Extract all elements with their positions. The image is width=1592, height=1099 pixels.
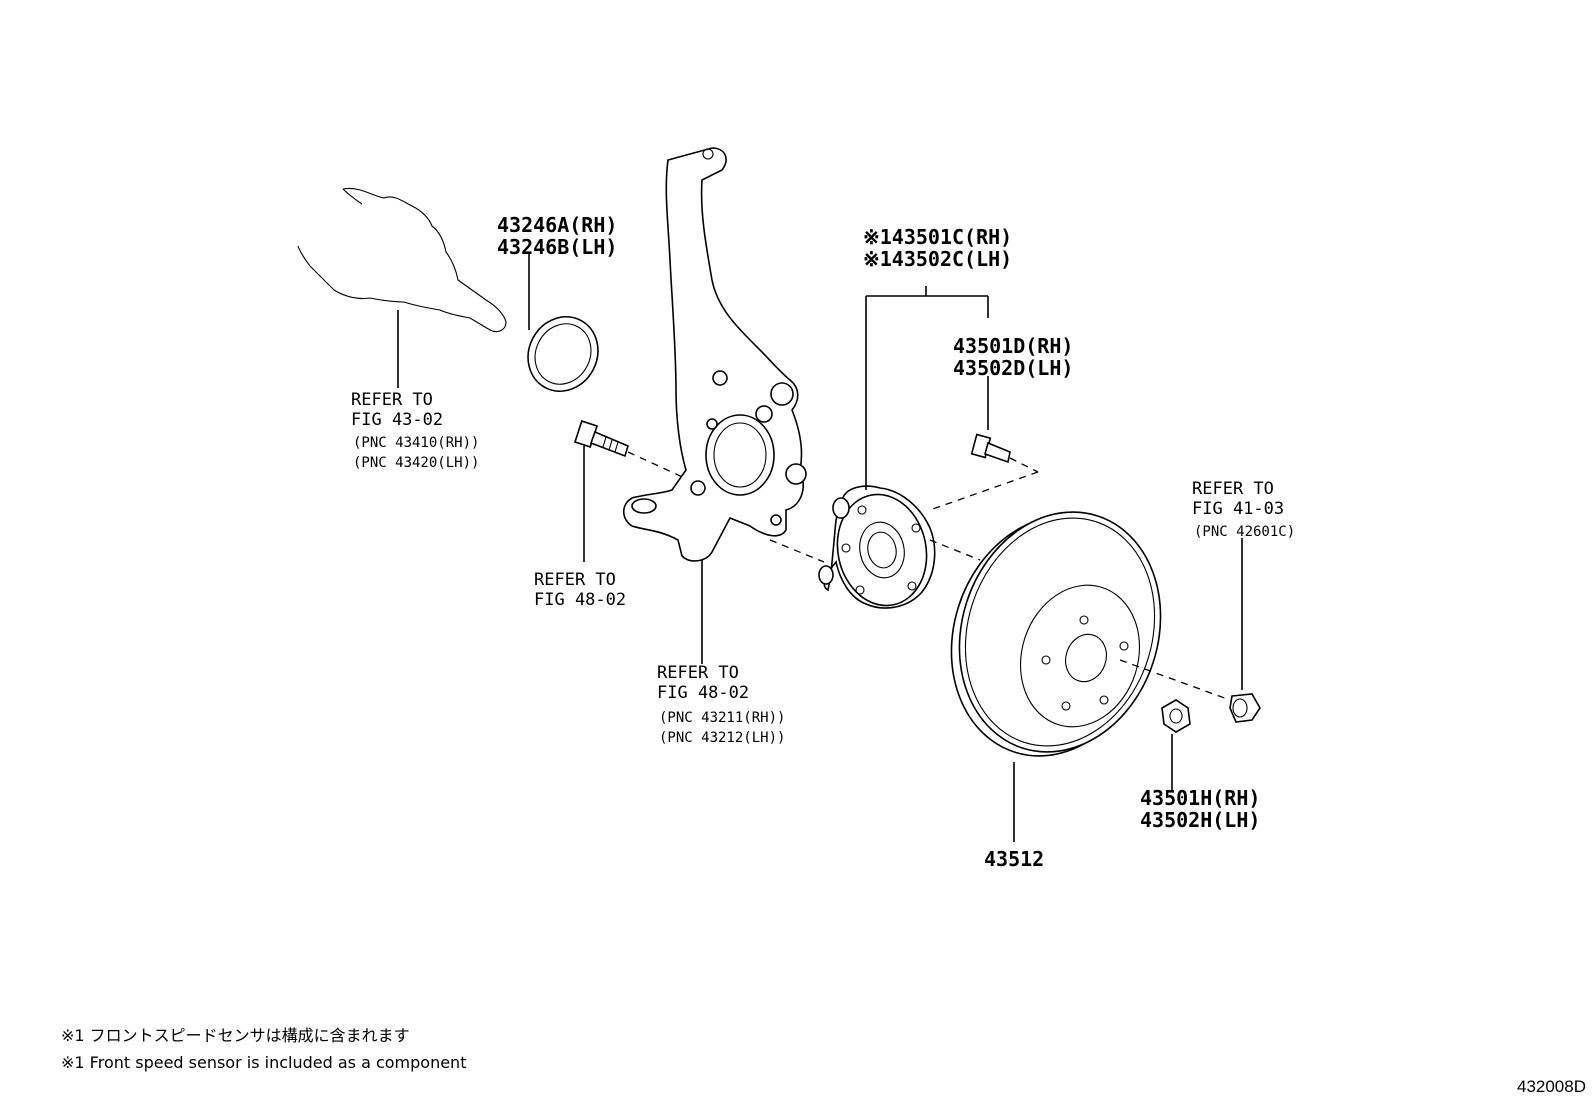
bearing-seal-ring bbox=[527, 316, 599, 392]
steering-knuckle bbox=[622, 147, 807, 562]
wheel-nut bbox=[1229, 693, 1261, 723]
callout-hub-nut-rh: 43501H(RH) bbox=[1140, 786, 1260, 810]
ref-wheel-nut-line2: FIG 41-03 bbox=[1192, 499, 1284, 519]
footnote-english: ※1 Front speed sensor is included as a c… bbox=[61, 1053, 466, 1072]
ref-wheel-nut-pnc1: (PNC 42601C) bbox=[1194, 524, 1295, 540]
ref-driveshaft-pnc1: (PNC 43410(RH)) bbox=[353, 435, 479, 451]
callout-disc: 43512 bbox=[984, 847, 1044, 871]
ref-knuckle-line1: REFER TO bbox=[657, 663, 739, 683]
hub-bolt-dash-2 bbox=[929, 471, 1039, 511]
ref-driveshaft-line2: FIG 43-02 bbox=[351, 410, 443, 430]
callout-hub-bolt-lh: 43502D(LH) bbox=[953, 356, 1073, 380]
knuckle-bolt bbox=[573, 420, 629, 458]
ref-driveshaft-line1: REFER TO bbox=[351, 390, 433, 410]
callout-hub-nut-lh: 43502H(LH) bbox=[1140, 808, 1260, 832]
axle-hub-assembly bbox=[818, 485, 936, 609]
wheel-nut-axis-dash bbox=[1119, 659, 1231, 701]
drive-shaft-illustration bbox=[297, 187, 507, 333]
callout-seal-rh: 43246A(RH) bbox=[497, 213, 617, 237]
ref-knuckle-line2: FIG 48-02 bbox=[657, 683, 749, 703]
hub-nut bbox=[1161, 699, 1191, 733]
brake-disc bbox=[950, 511, 1162, 757]
ref-knuckle-pnc2: (PNC 43212(LH)) bbox=[659, 730, 785, 746]
hub-bolt bbox=[970, 433, 1011, 464]
callout-hub-bolt-rh: 43501D(RH) bbox=[953, 334, 1073, 358]
knuckle-axis-dash bbox=[769, 539, 825, 563]
footnote-japanese: ※1 フロントスピードセンサは構成に含まれます bbox=[61, 1026, 410, 1045]
ref-driveshaft-pnc2: (PNC 43420(LH)) bbox=[353, 455, 479, 471]
callout-hub-lh: ※143502C(LH) bbox=[863, 247, 1012, 271]
ref-knuckle-pnc1: (PNC 43211(RH)) bbox=[659, 710, 785, 726]
ref-knuckle-bolt-line1: REFER TO bbox=[534, 570, 616, 590]
figure-id: 432008D bbox=[1517, 1077, 1586, 1096]
hub-bolt-dash-1 bbox=[1009, 457, 1039, 473]
disc-axis-dash bbox=[929, 539, 981, 561]
callout-seal-lh: 43246B(LH) bbox=[497, 235, 617, 259]
ref-wheel-nut-line1: REFER TO bbox=[1192, 479, 1274, 499]
ref-knuckle-bolt-line2: FIG 48-02 bbox=[534, 590, 626, 610]
callout-hub-rh: ※143501C(RH) bbox=[863, 225, 1012, 249]
